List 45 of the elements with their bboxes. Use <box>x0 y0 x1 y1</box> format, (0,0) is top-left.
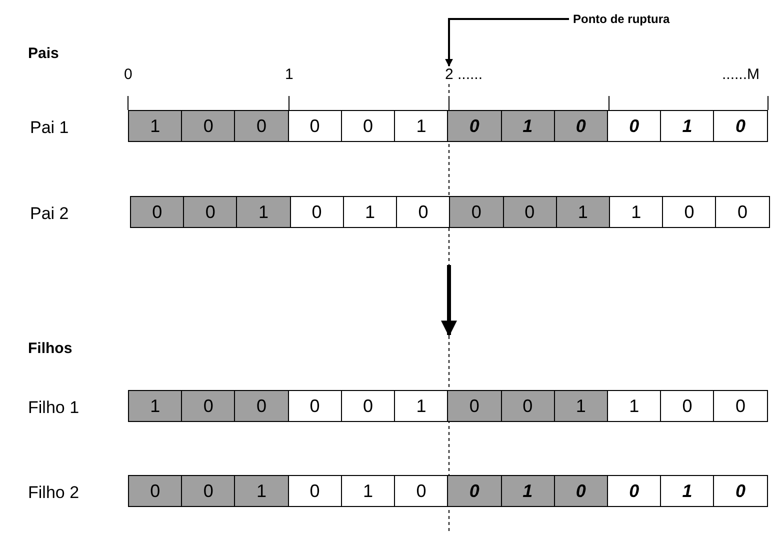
gene-cell: 0 <box>504 197 557 227</box>
gene-cell: 0 <box>450 197 504 227</box>
gene-cell: 1 <box>129 391 182 421</box>
section-heading: Pais <box>28 45 59 62</box>
gene-cell: 0 <box>288 391 342 421</box>
gene-cell: 0 <box>235 111 289 141</box>
scale-label: 2 ...... <box>445 66 483 83</box>
gene-cell: 0 <box>182 111 236 141</box>
gene-cell: 1 <box>237 197 291 227</box>
gene-cell: 0 <box>131 197 184 227</box>
gene-cell: 0 <box>182 391 236 421</box>
gene-cell: 0 <box>554 111 608 141</box>
gene-cell: 1 <box>502 476 555 506</box>
chromosome-bar <box>130 196 770 228</box>
gene-cell: 0 <box>129 476 182 506</box>
arrow <box>445 18 569 67</box>
gene-cell: 0 <box>184 197 238 227</box>
section-heading: Filhos <box>28 340 72 357</box>
chromosome-bar <box>128 390 768 422</box>
gene-cell: 0 <box>288 476 342 506</box>
row-label: Pai 2 <box>30 204 69 224</box>
scale-label: 1 <box>285 66 294 83</box>
gene-cell: 1 <box>129 111 182 141</box>
gene-cell: 1 <box>502 111 555 141</box>
chromosome-bar <box>128 475 768 507</box>
scale-label: ......M <box>722 66 760 83</box>
gene-cell: 0 <box>290 197 344 227</box>
gene-cell: 0 <box>182 476 236 506</box>
gene-cell: 0 <box>502 391 555 421</box>
arrow <box>441 265 457 337</box>
gene-cell: 1 <box>554 391 608 421</box>
chromosome-bar <box>128 110 768 142</box>
scale-label: 0 <box>124 66 132 83</box>
gene-cell: 0 <box>288 111 342 141</box>
row-label: Filho 2 <box>28 483 80 503</box>
gene-cell: 0 <box>448 111 502 141</box>
row-label: Pai 1 <box>30 118 69 138</box>
gene-cell: 0 <box>554 476 608 506</box>
gene-cell: 1 <box>556 197 610 227</box>
break-point-label: Ponto de ruptura <box>573 12 670 26</box>
gene-cell: 0 <box>235 391 289 421</box>
row-label: Filho 1 <box>28 398 80 418</box>
gene-cell: 1 <box>235 476 289 506</box>
gene-cell: 0 <box>448 476 502 506</box>
gene-cell: 0 <box>448 391 502 421</box>
